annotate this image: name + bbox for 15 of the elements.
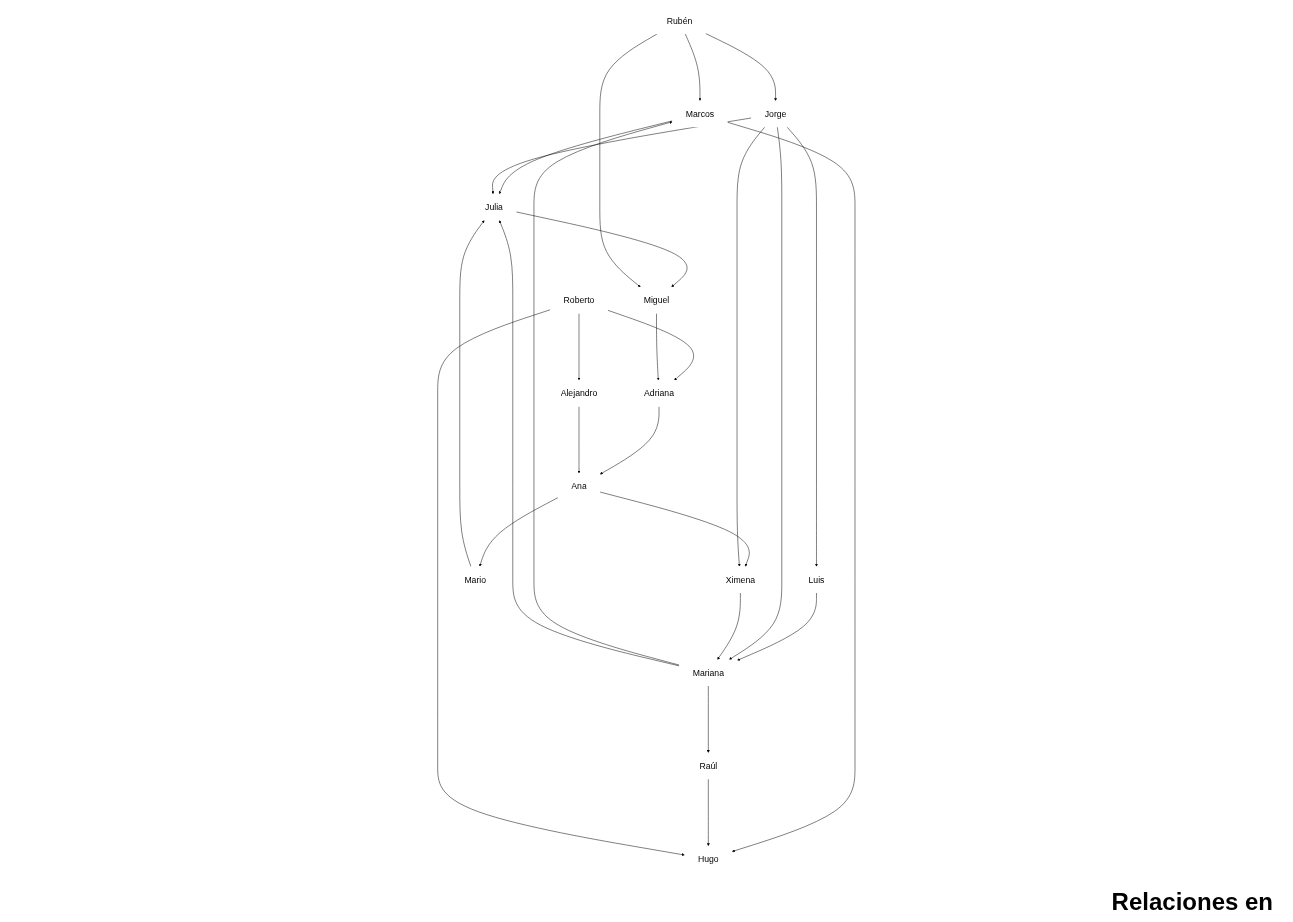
node-text: Ana bbox=[571, 481, 587, 492]
node-text: Raúl bbox=[699, 760, 718, 771]
note-text: Relaciones en bbox=[1111, 888, 1273, 916]
node-text: Adriana bbox=[644, 388, 675, 399]
node-text: Julia bbox=[485, 201, 504, 212]
node-text: Ximena bbox=[725, 574, 756, 585]
node-text: Luis bbox=[808, 574, 825, 585]
node-text: Rubén bbox=[666, 15, 693, 26]
node-text: Alejandro bbox=[560, 388, 598, 399]
node-text: Hugo bbox=[698, 853, 719, 864]
node-text: Mariana bbox=[692, 667, 725, 678]
node-text: Miguel bbox=[643, 295, 670, 306]
node-text: Jorge bbox=[764, 108, 787, 119]
node-text: Roberto bbox=[563, 295, 595, 306]
node-text: Mario bbox=[464, 574, 487, 585]
